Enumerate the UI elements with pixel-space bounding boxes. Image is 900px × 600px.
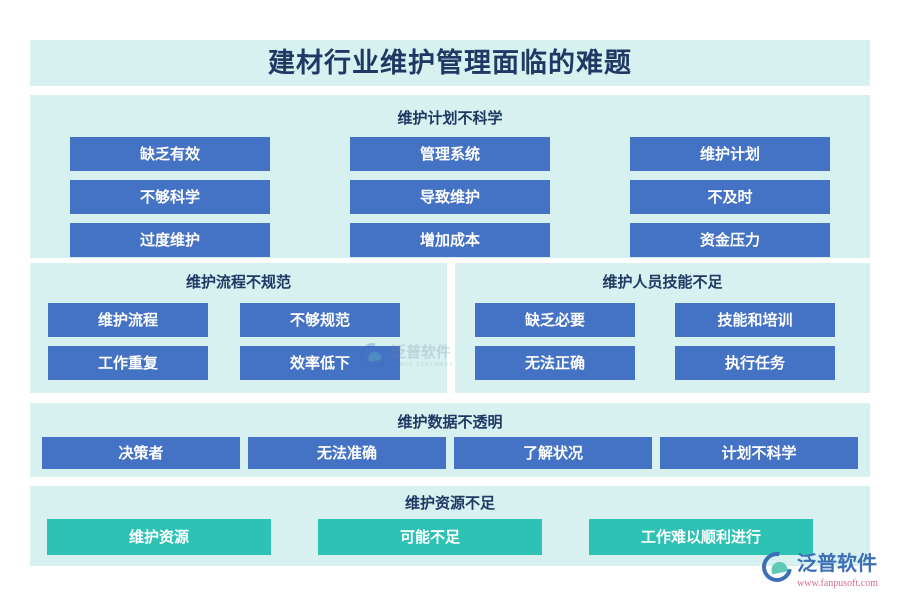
section-maintenance-plan-unscientific: 维护计划不科学 缺乏有效 管理系统 维护计划 不够科学 导致维护 不及时 过度维… <box>30 95 870 258</box>
item-box: 过度维护 <box>70 223 270 257</box>
section-heading: 维护人员技能不足 <box>602 274 723 291</box>
section-heading: 维护资源不足 <box>404 495 495 512</box>
item-box: 技能和培训 <box>675 303 835 337</box>
item-box: 缺乏有效 <box>70 137 270 171</box>
item-box: 决策者 <box>42 437 240 469</box>
section-maintenance-process-nonstandard: 维护流程不规范 维护流程 不够规范 工作重复 效率低下 <box>30 263 447 393</box>
item-box: 不及时 <box>630 180 830 214</box>
item-box: 可能不足 <box>318 519 542 555</box>
item-box: 效率低下 <box>240 346 400 380</box>
item-box: 维护资源 <box>47 519 271 555</box>
section-maintenance-staff-skills-insufficient: 维护人员技能不足 缺乏必要 技能和培训 无法正确 执行任务 <box>455 263 870 393</box>
item-box: 维护计划 <box>630 137 830 171</box>
section-heading: 维护流程不规范 <box>185 274 291 291</box>
item-box: 计划不科学 <box>660 437 858 469</box>
item-box: 了解状况 <box>454 437 652 469</box>
watermark-url: www.fanpusoft.com <box>797 578 879 589</box>
item-box: 工作重复 <box>48 346 208 380</box>
item-box: 执行任务 <box>675 346 835 380</box>
section-maintenance-resources-insufficient: 维护资源不足 维护资源 可能不足 工作难以顺利进行 <box>30 486 870 566</box>
section-maintenance-data-opaque: 维护数据不透明 决策者 无法准确 了解状况 计划不科学 <box>30 403 870 477</box>
item-box: 缺乏必要 <box>475 303 635 337</box>
item-box: 管理系统 <box>350 137 550 171</box>
item-box: 导致维护 <box>350 180 550 214</box>
item-box: 资金压力 <box>630 223 830 257</box>
item-box: 不够科学 <box>70 180 270 214</box>
section-heading: 维护数据不透明 <box>397 414 503 431</box>
item-box: 不够规范 <box>240 303 400 337</box>
title-panel: 建材行业维护管理面临的难题 <box>30 40 870 86</box>
section-heading: 维护计划不科学 <box>397 110 503 127</box>
item-box: 无法准确 <box>248 437 446 469</box>
item-box: 工作难以顺利进行 <box>589 519 813 555</box>
item-box: 维护流程 <box>48 303 208 337</box>
item-box: 无法正确 <box>475 346 635 380</box>
page-title: 建材行业维护管理面临的难题 <box>268 47 632 78</box>
item-box: 增加成本 <box>350 223 550 257</box>
